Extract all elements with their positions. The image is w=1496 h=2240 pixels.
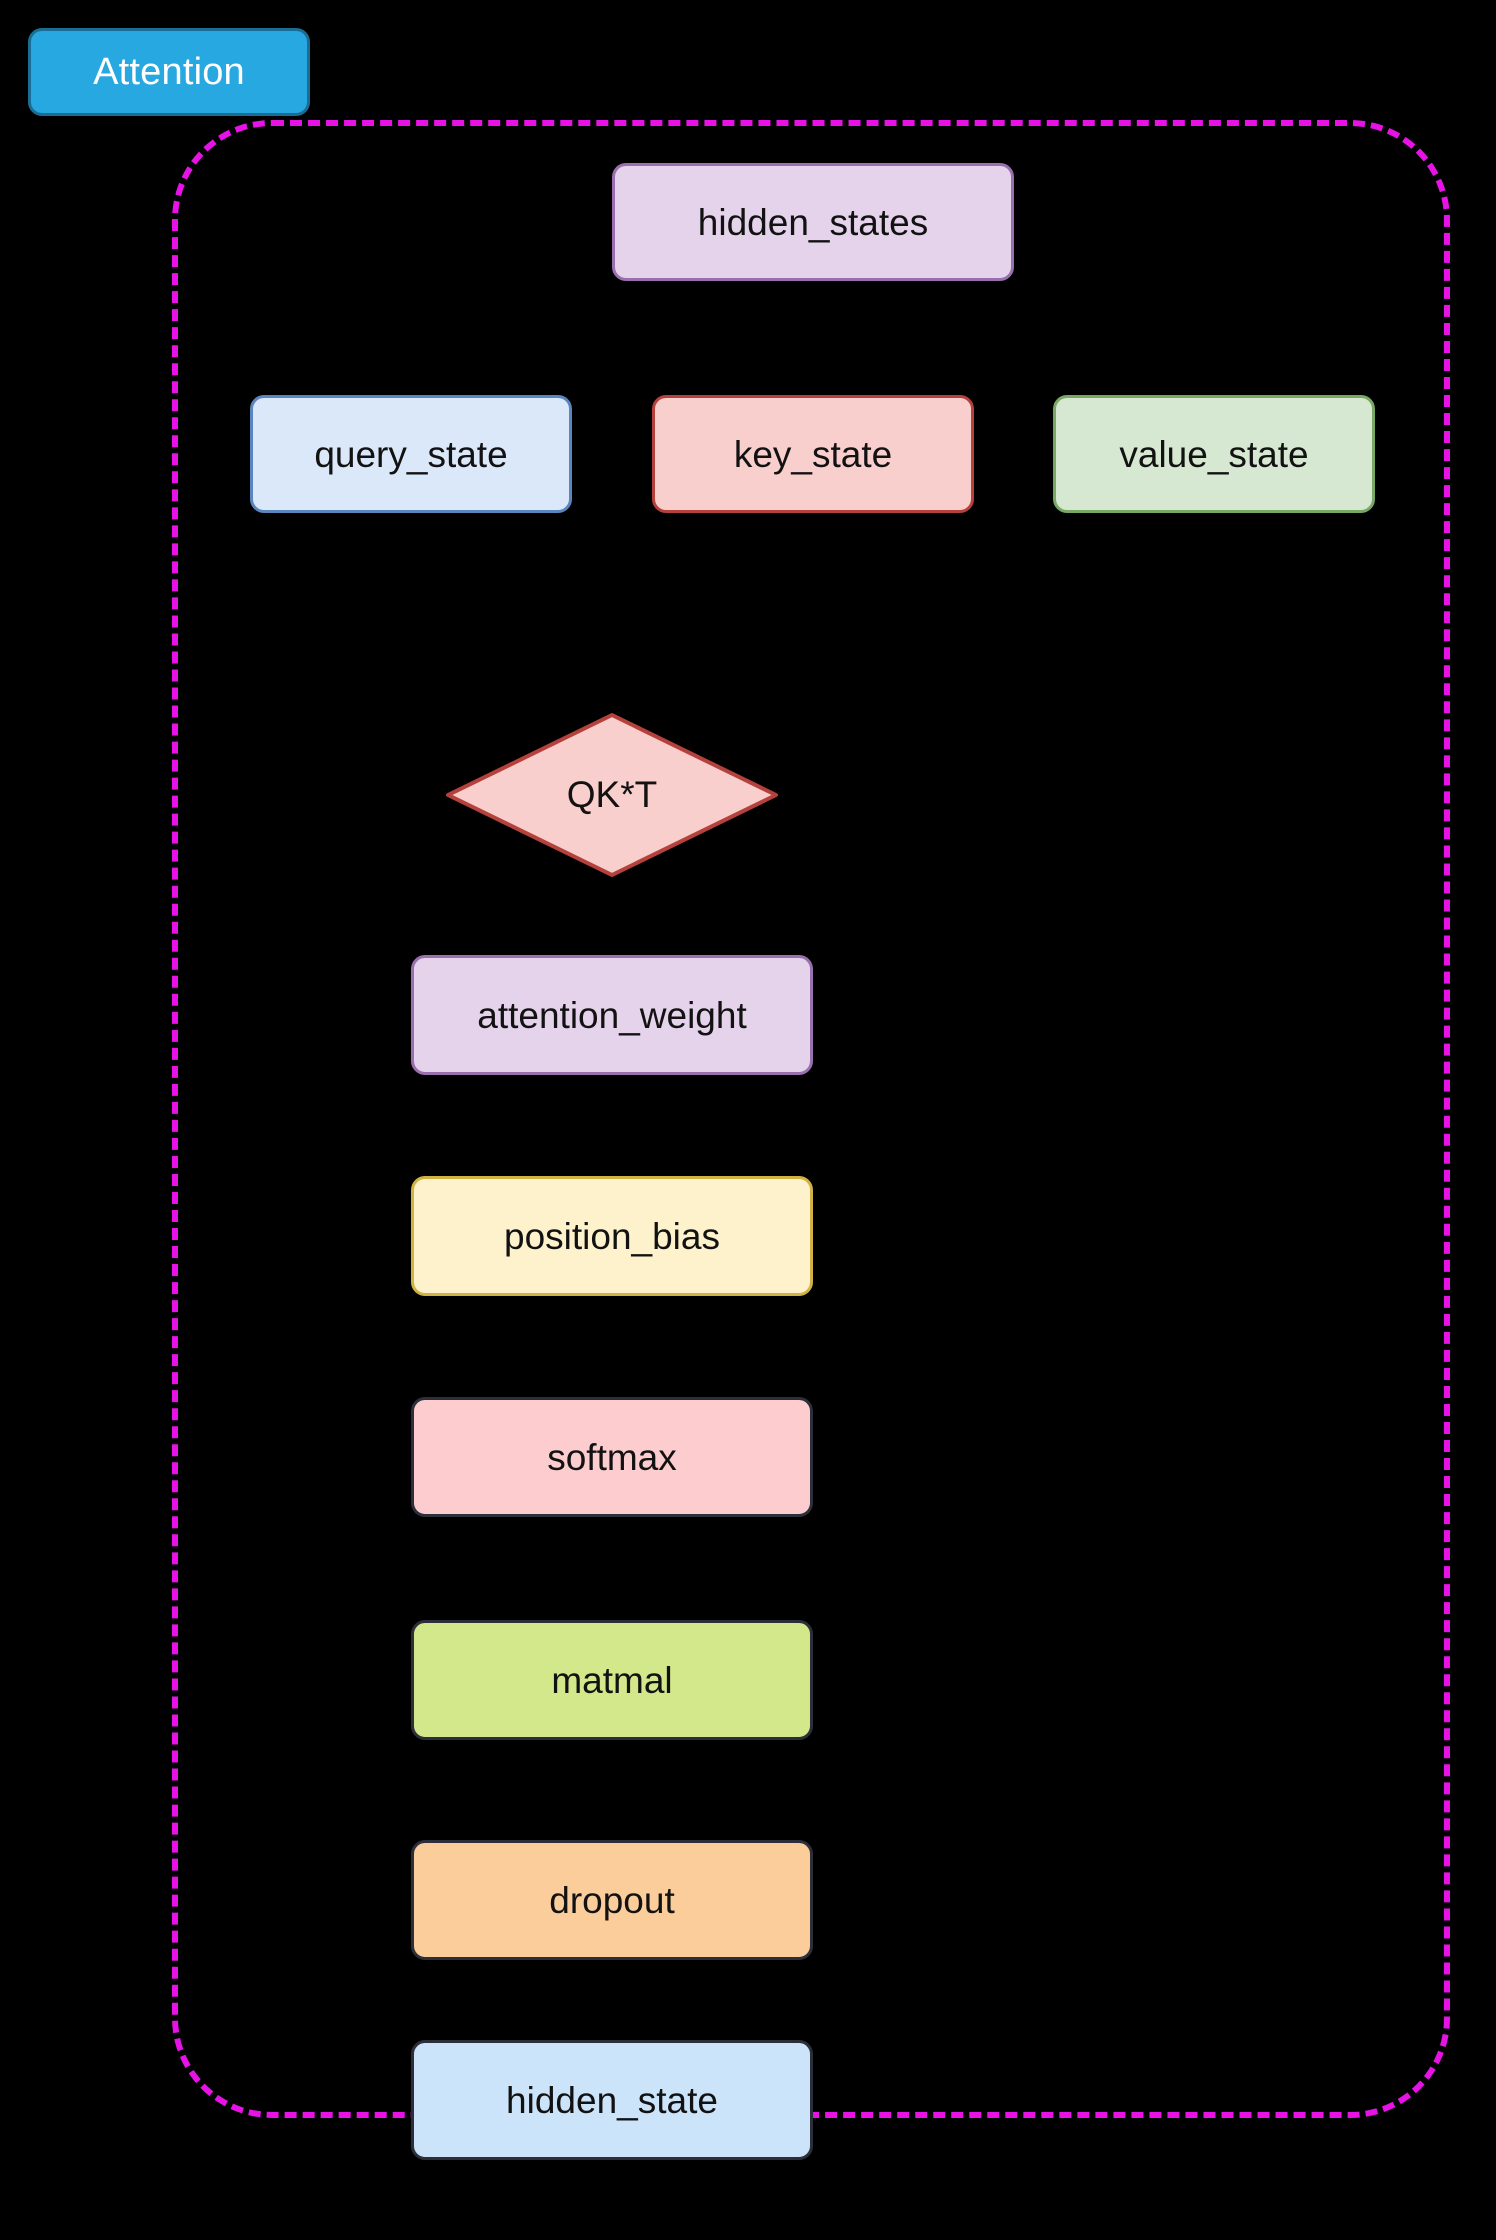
node-dropout-label: dropout [549, 1879, 675, 1921]
node-hidden-state[interactable]: hidden_state [411, 2040, 813, 2160]
node-value-state[interactable]: value_state [1053, 395, 1375, 513]
subgraph-title-attention[interactable]: Attention [28, 28, 310, 116]
node-position-bias-label: position_bias [504, 1215, 720, 1257]
node-query-state[interactable]: query_state [250, 395, 572, 513]
node-matmal-label: matmal [551, 1659, 673, 1701]
node-key-state-label: key_state [733, 433, 893, 475]
node-dropout[interactable]: dropout [411, 1840, 813, 1960]
node-attention-weight-label: attention_weight [477, 994, 747, 1036]
subgraph-title-label: Attention [93, 50, 245, 93]
node-softmax-label: softmax [547, 1436, 677, 1478]
node-hidden-state-label: hidden_state [506, 2079, 718, 2121]
node-softmax[interactable]: softmax [411, 1397, 813, 1517]
node-position-bias[interactable]: position_bias [411, 1176, 813, 1296]
diamond-shape-icon [446, 713, 778, 877]
node-value-state-label: value_state [1119, 433, 1309, 475]
node-query-state-label: query_state [314, 433, 508, 475]
node-qk-transpose[interactable]: QK*T [446, 713, 778, 877]
node-qk-transpose-label: QK*T [566, 774, 658, 815]
node-key-state[interactable]: key_state [652, 395, 974, 513]
node-matmal[interactable]: matmal [411, 1620, 813, 1740]
node-hidden-states[interactable]: hidden_states [612, 163, 1014, 281]
node-hidden-states-label: hidden_states [697, 201, 929, 243]
node-attention-weight[interactable]: attention_weight [411, 955, 813, 1075]
